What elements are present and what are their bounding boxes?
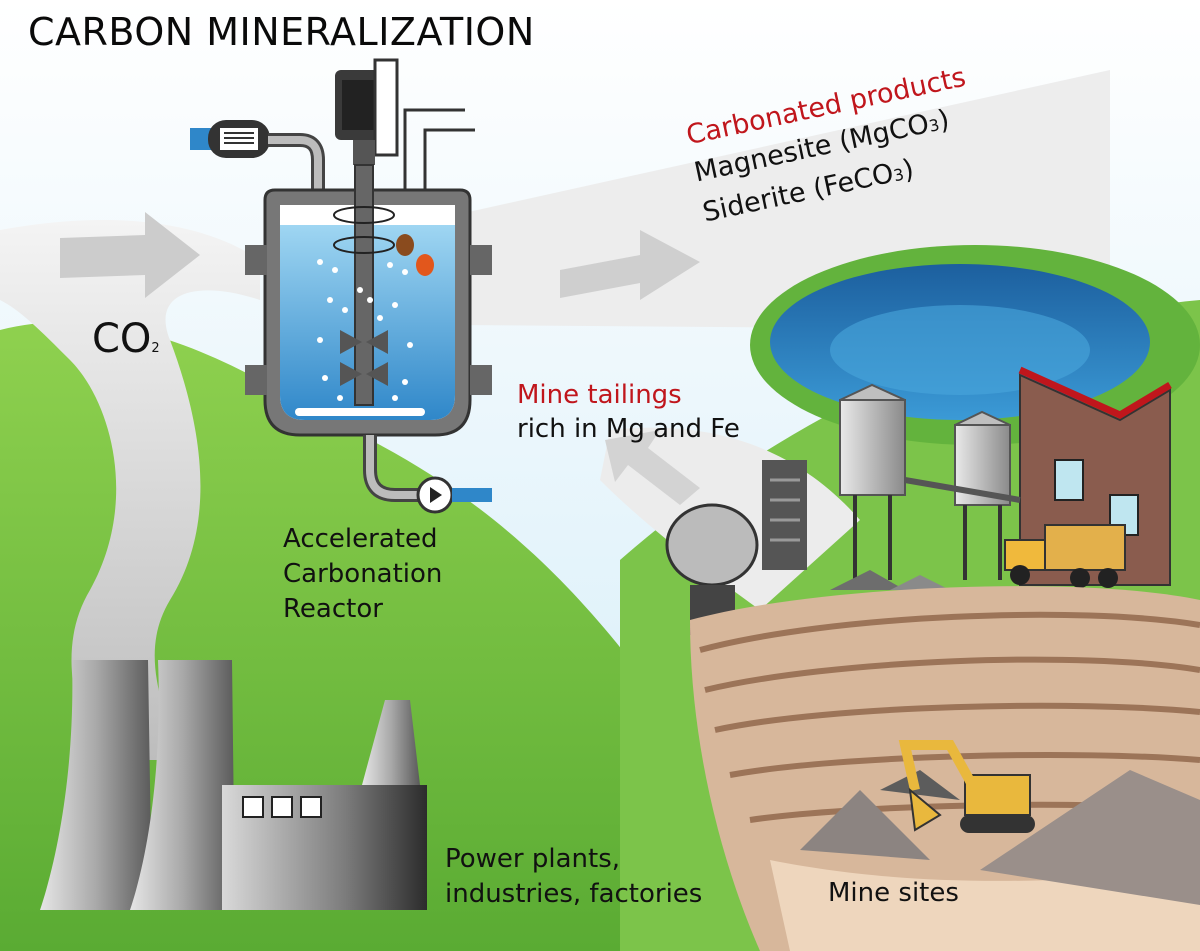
reactor-sparger [295,408,425,416]
silo-1 [839,399,906,496]
co2-smoke-stream [0,220,260,760]
smokestack [362,700,420,785]
tailings-arrow-icon [605,430,700,505]
factory-window-3 [300,796,322,818]
reactor-group [190,58,492,514]
processing-plant-group [665,366,1172,649]
plant-window-1 [1054,459,1084,501]
power-label-line-2: industries, factories [445,879,703,909]
products-arrow-icon [560,230,700,300]
co2-flow-arrow-icon [60,212,200,298]
diagram-title: CARBON MINERALIZATION [28,10,535,54]
co2-subscript: 2 [151,341,160,356]
factory-window-1 [242,796,264,818]
dump-truck [1004,524,1126,588]
mine-tailings-label: Mine tailings rich in Mg and Fe [517,378,740,446]
reactor-label-line-1: Accelerated [283,524,438,554]
reactor-stirrer-shaft [354,164,374,406]
power-plant-group [40,660,427,910]
reactor-label: Accelerated Carbonation Reactor [283,522,503,627]
mine-sites-label: Mine sites [828,878,959,908]
mine-tailings-detail: rich in Mg and Fe [517,414,740,444]
co2-main: CO [92,316,152,362]
cooling-tower-1 [40,660,152,910]
ball-mill [665,503,759,587]
power-plants-label: Power plants, industries, factories [445,842,745,912]
factory-window-2 [271,796,293,818]
power-label-line-1: Power plants, [445,844,621,874]
co2-label: CO2 [92,316,160,362]
open-pit-mine-group [690,586,1200,951]
reactor-label-line-2: Carbonation [283,559,443,589]
mine-tailings-heading: Mine tailings [517,380,682,410]
excavator [898,740,1035,833]
reactor-label-line-3: Reactor [283,594,383,624]
cooling-tower-2 [130,660,235,910]
